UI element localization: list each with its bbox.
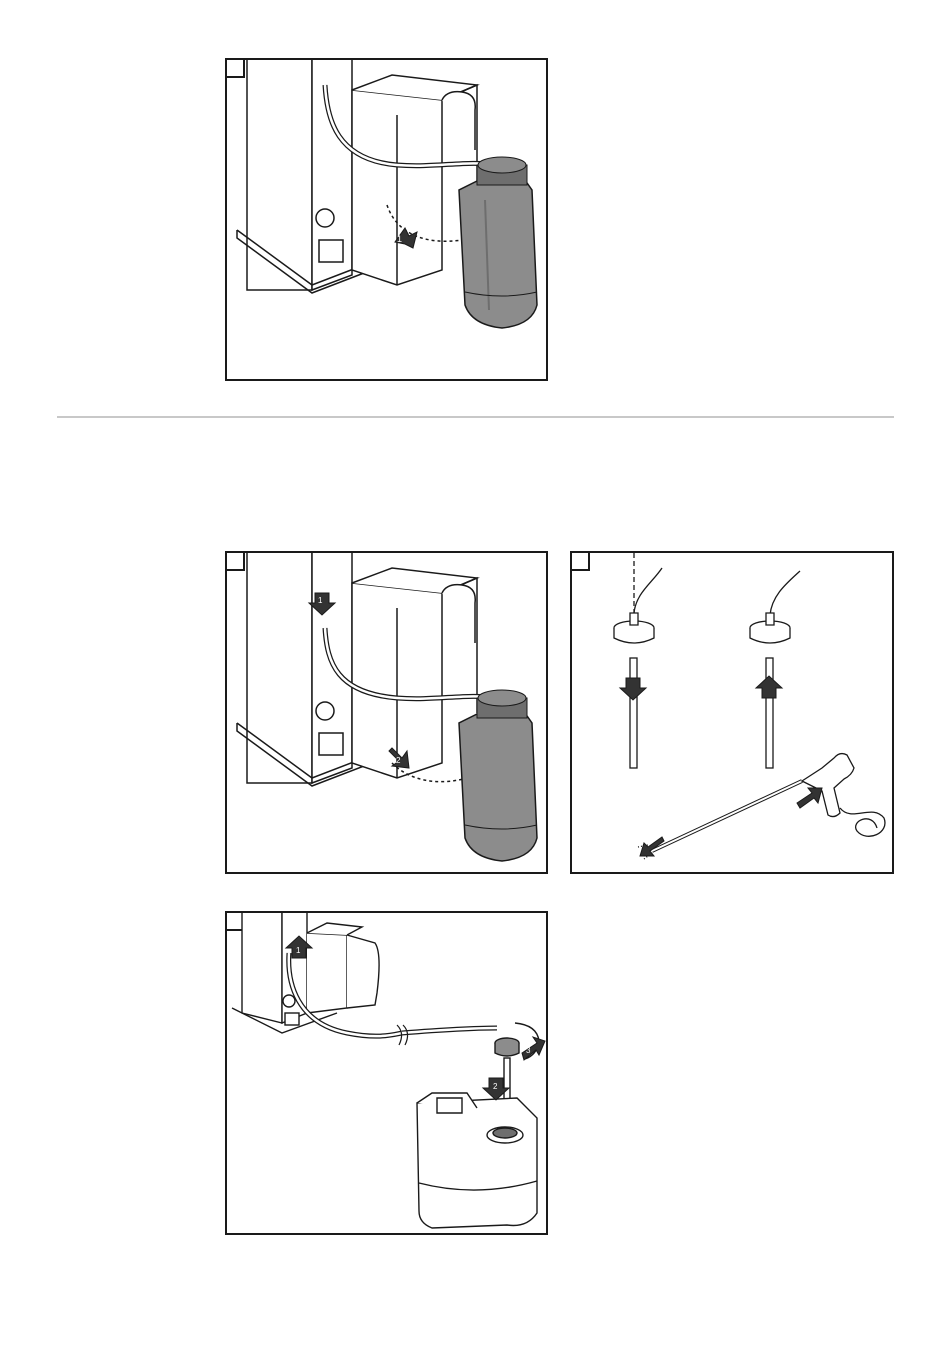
figure-2-illustration: 1 2	[227, 553, 546, 872]
hose-icon	[634, 568, 662, 613]
callout-label: 1	[318, 596, 323, 605]
callout-label: 2	[493, 1082, 498, 1091]
callout-label: 2	[396, 756, 401, 765]
callout-label: 1	[397, 234, 402, 244]
bottle-icon	[459, 157, 537, 328]
figure-3-panel	[570, 551, 894, 874]
callout-label: 1	[296, 946, 301, 955]
arrow-callout-icon	[620, 676, 822, 856]
canister-icon	[417, 1093, 537, 1228]
figure-3-illustration	[572, 553, 892, 872]
figure-2-panel: 1 2	[225, 551, 548, 874]
figure-1-panel: 1	[225, 58, 548, 381]
arrow-callout-icon: 3	[522, 1037, 545, 1060]
bottle-icon	[459, 690, 537, 861]
figure-4-illustration: 1 2 3	[227, 913, 546, 1233]
figure-4-panel: 1 2 3	[225, 911, 548, 1235]
figure-1-illustration: 1	[227, 60, 546, 379]
section-divider	[57, 416, 894, 418]
callout-label: 3	[526, 1046, 531, 1055]
